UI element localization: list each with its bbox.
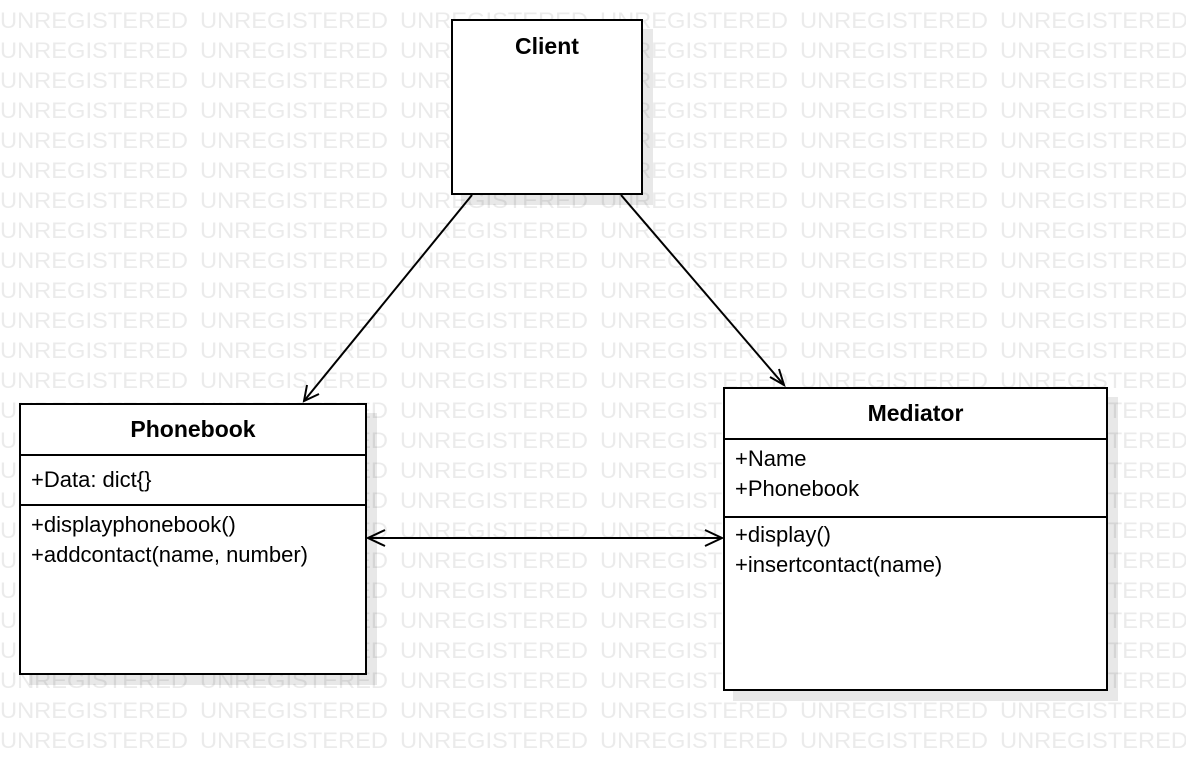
- attribute-data: +Data: dict{}: [31, 467, 152, 492]
- class-name-client: Client: [515, 33, 579, 59]
- operation-addcontact: +addcontact(name, number): [31, 542, 308, 567]
- class-name-phonebook: Phonebook: [130, 416, 256, 442]
- operation-displayphonebook: +displayphonebook(): [31, 512, 236, 537]
- operation-insertcontact: +insertcontact(name): [735, 552, 943, 577]
- attributes-compartment: +Data: dict{}: [21, 454, 365, 504]
- class-phonebook[interactable]: Phonebook +Data: dict{} +displayphoneboo…: [19, 403, 367, 675]
- class-name-mediator: Mediator: [867, 400, 964, 426]
- mediator-side-arrowhead: [704, 529, 725, 547]
- client-to-phonebook-line[interactable]: [303, 194, 473, 402]
- class-client[interactable]: Client: [451, 19, 643, 195]
- operations-compartment: +displayphonebook() +addcontact(name, nu…: [21, 504, 365, 570]
- operation-display: +display(): [735, 522, 831, 547]
- phonebook-arrowhead: [302, 384, 320, 403]
- class-mediator[interactable]: Mediator +Name +Phonebook +display() +in…: [723, 387, 1108, 691]
- attribute-phonebook: +Phonebook: [735, 476, 860, 501]
- attribute-name: +Name: [735, 446, 807, 471]
- phonebook-side-arrowhead: [365, 529, 386, 547]
- operations-compartment: +display() +insertcontact(name): [725, 516, 1106, 580]
- client-to-mediator-line[interactable]: [620, 194, 785, 386]
- mediator-arrowhead: [769, 368, 786, 388]
- attributes-compartment: +Name +Phonebook: [725, 438, 1106, 516]
